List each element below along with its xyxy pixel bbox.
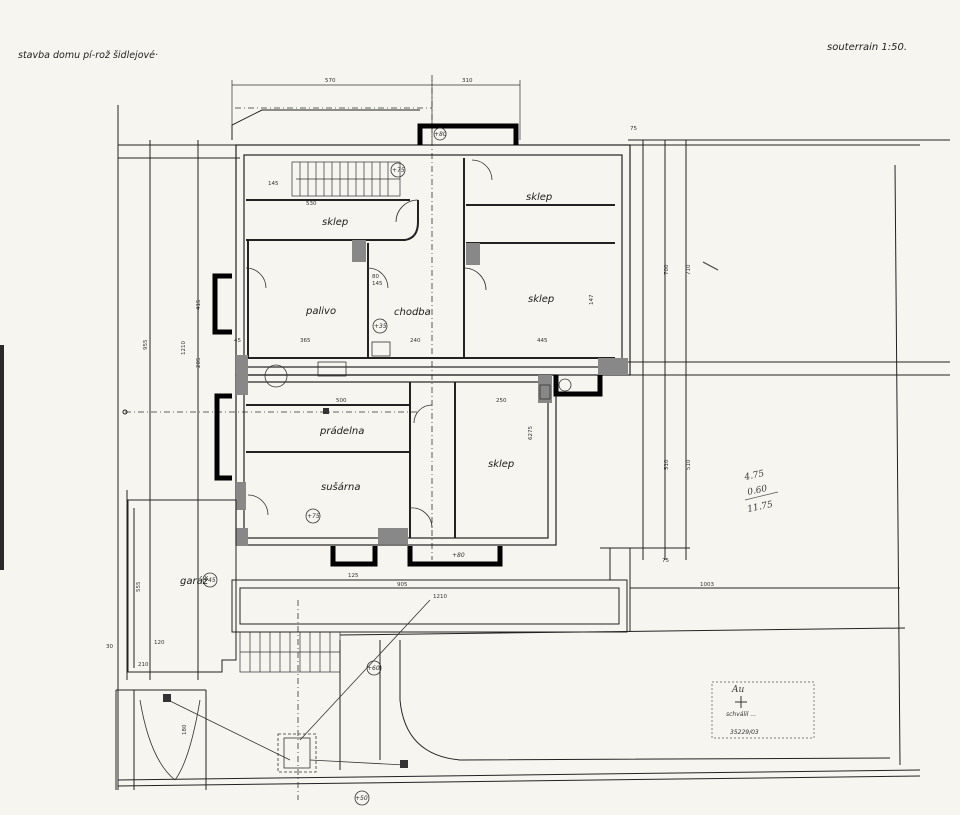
dim-pradelna-width: 500 — [336, 398, 347, 404]
dim-bottom-30: 30 — [106, 644, 113, 650]
outer-boundary-lines — [117, 105, 950, 790]
level-chodba: +35 — [374, 323, 387, 330]
garden-path — [139, 599, 431, 781]
dim-left-b: 1210 — [181, 341, 187, 355]
meter-box — [400, 760, 408, 768]
dim-left-d: 205 — [196, 357, 202, 368]
dim-sill-c: 1210 — [433, 594, 447, 600]
pencil-calc-line-2: 0.60 — [747, 484, 769, 498]
dim-left-c: 415 — [196, 299, 202, 310]
dim-bottom-210: 210 — [138, 662, 149, 668]
dim-stair-width: 530 — [306, 201, 317, 207]
upper-staircase — [291, 161, 401, 197]
dim-garaz-length: 555 — [136, 581, 142, 592]
room-label-susarna: sušárna — [321, 481, 360, 493]
dim-sill-d: 1003 — [700, 582, 714, 588]
dim-bottom-180: 180 — [182, 724, 188, 735]
sheet-edge-shadow — [0, 345, 4, 570]
window-niches — [212, 123, 603, 567]
level-garaz: +45 — [203, 577, 216, 584]
dim-room-6275: 6275 — [528, 426, 534, 440]
dim-right-top: 75 — [630, 126, 637, 132]
room-label-sklep-east: sklep — [528, 294, 554, 305]
dim-sklep-width-2: 250 — [496, 398, 507, 404]
dim-right-d: 510 — [664, 459, 670, 470]
dim-chodba-width: 240 — [410, 338, 421, 344]
interior-walls — [246, 158, 615, 538]
room-label-sklep-upper: sklep — [322, 217, 348, 228]
drain-point — [323, 408, 329, 414]
dim-left-e: 45 — [234, 338, 241, 344]
dim-palivo-width: 365 — [300, 338, 311, 344]
dim-sill-a: 125 — [348, 573, 359, 579]
pencil-calc-line-3: 11.75 — [747, 500, 775, 515]
dim-bottom-120: 120 — [154, 640, 165, 646]
room-label-chodba: chodba — [394, 307, 431, 318]
pencil-tick — [702, 261, 719, 271]
dim-door-80: 80 — [372, 274, 379, 280]
stamp-number: 35229/03 — [730, 729, 759, 736]
level-niche-bottom: +80 — [452, 552, 465, 559]
dim-top-b: 310 — [462, 78, 473, 84]
room-label-pradelna: prádelna — [319, 425, 364, 437]
drawing-title: stavba domu pí-rož šidlejové· — [18, 50, 158, 61]
level-niche-top: +80 — [434, 131, 447, 138]
dim-right-b: 700 — [664, 264, 670, 275]
terrace-outline — [231, 548, 891, 770]
stamp-approved: schválil ... — [726, 711, 756, 718]
level-entrance: +60 — [367, 665, 380, 672]
room-label-palivo: palivo — [305, 306, 336, 317]
stamp-mark: Au — [731, 685, 744, 695]
room-label-garaz: garáž — [180, 575, 209, 587]
garage-outline — [115, 499, 237, 790]
dim-door-145: 145 — [372, 281, 383, 287]
level-susarna: +75 — [307, 513, 320, 520]
dim-stair-run: 145 — [268, 181, 279, 187]
dim-right-a: 710 — [686, 264, 692, 275]
overhang-outline — [231, 109, 420, 140]
level-bottom: +50 — [355, 795, 368, 802]
dim-right-e: 75 — [662, 558, 669, 564]
laundry-fixtures — [264, 341, 551, 400]
room-label-sklep-south: sklep — [488, 459, 514, 470]
drawing-scale: souterrain 1:50. — [827, 42, 908, 53]
dim-sill-b: 905 — [397, 582, 408, 588]
dim-right-c: 510 — [686, 459, 692, 470]
door-swings — [245, 159, 493, 529]
axis-point — [122, 409, 128, 415]
pencil-calc-line-1: 4.75 — [743, 469, 766, 483]
dim-top-a: 570 — [325, 78, 336, 84]
entry-staircase — [239, 631, 341, 673]
dim-room-147: 147 — [589, 294, 595, 305]
dim-sklep-width: 445 — [537, 338, 548, 344]
dim-left-a: 955 — [143, 339, 149, 350]
gate-post — [163, 694, 171, 702]
room-label-sklep-northeast: sklep — [526, 192, 552, 203]
hatched-columns — [236, 240, 628, 546]
pencil-calc-rule — [744, 491, 779, 501]
level-stair: +75 — [392, 167, 405, 174]
approval-stamp-box — [711, 681, 815, 739]
level-circles — [202, 127, 572, 806]
building-walls — [235, 144, 631, 546]
axis-lines — [125, 75, 433, 800]
